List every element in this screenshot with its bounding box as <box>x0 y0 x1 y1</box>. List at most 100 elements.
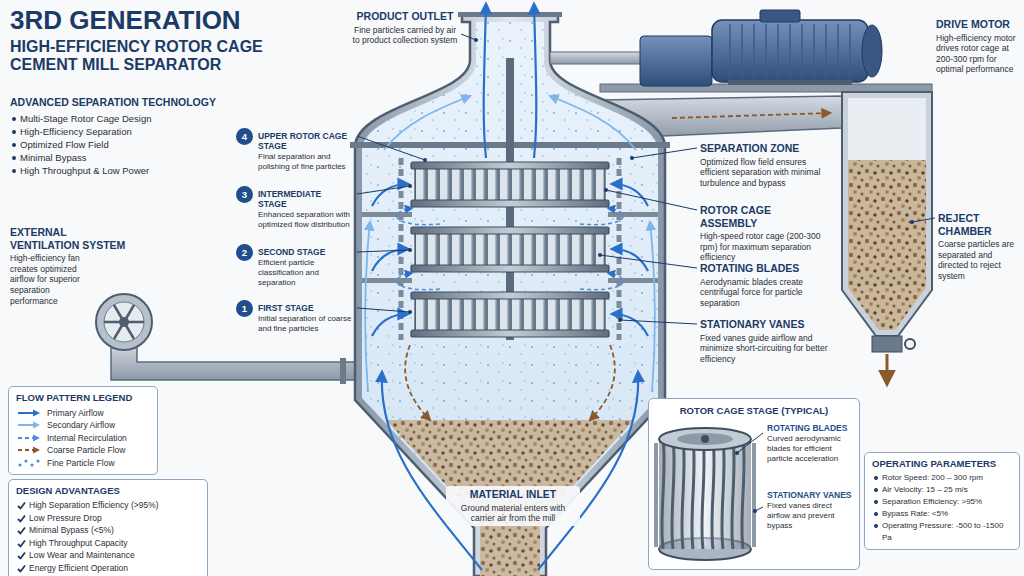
part-name: DRIVE MOTOR <box>936 18 1020 31</box>
part-name: MATERIAL INLET <box>449 488 577 501</box>
feature-item: High-Efficiency Separation <box>10 125 240 138</box>
part-name: ROTATING BLADES <box>767 423 853 433</box>
callout-number: 3 <box>236 186 253 203</box>
feature-item: Minimal Bypass <box>10 151 240 164</box>
bullet-dot <box>874 500 878 504</box>
label-group: PRODUCT OUTLETFine particles carried by … <box>352 10 458 46</box>
label-group: INTERMEDIATE STAGEEnhanced separation wi… <box>258 189 352 230</box>
diagram-subtitle: HIGH-EFFICIENCY ROTOR CAGE CEMENT MILL S… <box>10 38 330 75</box>
part-note: High-efficiency motor drives rotor cage … <box>936 33 1020 76</box>
check-mark <box>17 564 26 573</box>
label-group: FIRST STAGEInitial separation of coarse … <box>258 303 352 334</box>
label-group: DRIVE MOTOR High-efficiency motor drives … <box>936 18 1020 75</box>
part-name: ROTATING BLADES <box>700 262 828 275</box>
bullet-dot <box>874 488 878 492</box>
panel-heading: ROTOR CAGE STAGE (TYPICAL) <box>649 405 859 416</box>
feature-item: Multi-Stage Rotor Cage Design <box>10 112 240 125</box>
parameter-item: Operating Pressure: -500 to -1500 Pa <box>872 520 1012 544</box>
bullet-dot <box>874 524 878 528</box>
legend-sample <box>16 444 42 456</box>
stage-name: UPPER ROTOR CAGE STAGE <box>258 131 352 151</box>
advantages-panel: DESIGN ADVANTAGES High Separation Efficie… <box>8 479 208 576</box>
check-mark <box>17 501 26 510</box>
legend-text: Primary Airflow <box>47 408 104 418</box>
label-group: 3RD GENERATION HIGH-EFFICIENCY ROTOR CAGE… <box>10 6 330 74</box>
part-note: Aerodynamic blades create centrifugal fo… <box>700 277 828 309</box>
panel-heading: DESIGN ADVANTAGES <box>16 485 200 496</box>
label-group: ROTATING BLADES Aerodynamic blades create… <box>700 262 828 308</box>
label-group: SEPARATION ZONEOptimized flow field ensu… <box>700 142 828 188</box>
legend-text: Coarse Particle Flow <box>47 445 125 455</box>
legend-row: Internal Recirculation <box>16 431 150 444</box>
check-mark <box>17 526 26 535</box>
legend-text: Fine Particle Flow <box>47 458 115 468</box>
callout-number: 4 <box>236 128 253 145</box>
rotor-cage-stage-drawing <box>653 421 765 567</box>
parameter-item: Air Velocity: 15 – 25 m/s <box>872 484 1012 496</box>
part-note: Curved aerodynamic blades for efficient … <box>767 434 853 464</box>
stage-note: Final separation and polishing of fine p… <box>258 152 352 172</box>
legend-sample <box>16 432 42 444</box>
advantage-item: High Separation Efficiency (>95%) <box>16 499 200 512</box>
legend-row: Primary Airflow <box>16 406 150 419</box>
parameter-item: Bypass Rate: <5% <box>872 508 1012 520</box>
bullet-dot <box>874 476 878 480</box>
legend-row: Coarse Particle Flow <box>16 444 150 457</box>
stage-note: Efficient particle classification and se… <box>258 258 352 288</box>
part-note: High-efficiency fan creates optimized ai… <box>10 253 92 306</box>
diagram-title: 3RD GENERATION <box>10 6 330 35</box>
advantage-item: Low Wear and Maintenance <box>16 549 200 562</box>
part-name: EXTERNAL VENTILATION SYSTEM <box>10 226 138 251</box>
part-note: High-speed rotor cage (200-300 rpm) for … <box>700 231 828 263</box>
feature-item: High Throughput & Low Power <box>10 164 240 177</box>
stage-note: Initial separation of coarse and fine pa… <box>258 314 352 334</box>
callout-number-text: 4 <box>236 128 253 145</box>
rotor-cage-stage-panel: ROTOR CAGE STAGE (TYPICAL) ROTATING BLADE… <box>648 398 860 570</box>
part-note: Optimized flow field ensures efficient s… <box>700 157 828 189</box>
bullet-dot <box>12 143 16 147</box>
legend-sample <box>16 419 42 431</box>
check-mark <box>17 539 26 548</box>
parameters-panel: OPERATING PARAMETERS Rotor Speed: 200 – 3… <box>864 452 1020 550</box>
label-group: UPPER ROTOR CAGE STAGEFinal separation a… <box>258 131 352 172</box>
callout-number: 2 <box>236 244 253 261</box>
legend-sample <box>16 457 42 469</box>
label-group: SECOND STAGEEfficient particle classific… <box>258 247 352 288</box>
legend-row: Secondary Airflow <box>16 419 150 432</box>
feature-item: Optimized Flow Field <box>10 138 240 151</box>
bullet-dot <box>874 512 878 516</box>
part-note: Ground material enters with carrier air … <box>449 503 577 524</box>
callout-number-text: 1 <box>236 300 253 317</box>
check-mark <box>17 551 26 560</box>
part-name: ROTOR CAGE ASSEMBLY <box>700 204 828 229</box>
bullet-dot <box>12 130 16 134</box>
panel-heading: OPERATING PARAMETERS <box>872 458 1012 469</box>
bullet-dot <box>12 169 16 173</box>
part-name: STATIONARY VANES <box>767 490 853 500</box>
legend-text: Secondary Airflow <box>47 420 115 430</box>
label-group: REJECT CHAMBERCoarse particles are separ… <box>938 212 1020 282</box>
label-group: ADVANCED SEPARATION TECHNOLOGYMulti-Stag… <box>10 96 240 177</box>
label-group: EXTERNAL VENTILATION SYSTEMHigh-efficien… <box>10 226 138 306</box>
legend-text: Internal Recirculation <box>47 433 127 443</box>
label-group: MATERIAL INLET Ground material enters wit… <box>446 486 580 526</box>
stage-name: INTERMEDIATE STAGE <box>258 189 352 209</box>
panel-heading: FLOW PATTERN LEGEND <box>16 392 150 403</box>
parameter-item: Separation Efficiency: >95% <box>872 496 1012 508</box>
bullet-dot <box>12 117 16 121</box>
part-name: STATIONARY VANES <box>700 318 828 331</box>
part-note: Fixed vanes direct airflow and prevent b… <box>767 501 853 531</box>
check-mark <box>17 514 26 523</box>
part-name: REJECT CHAMBER <box>938 212 1020 237</box>
label-group: ROTOR CAGE ASSEMBLYHigh-speed rotor cage… <box>700 204 828 263</box>
advantage-item: Minimal Bypass (<5%) <box>16 524 200 537</box>
label-group: STATIONARY VANESFixed vanes guide airflo… <box>700 318 828 364</box>
advantage-item: Low Pressure Drop <box>16 512 200 525</box>
part-name: PRODUCT OUTLET <box>352 10 458 23</box>
legend-sample <box>16 407 42 419</box>
parameter-item: Rotor Speed: 200 – 300 rpm <box>872 472 1012 484</box>
stage-note: Enhanced separation with optimized flow … <box>258 210 352 230</box>
callout-number-text: 3 <box>236 186 253 203</box>
